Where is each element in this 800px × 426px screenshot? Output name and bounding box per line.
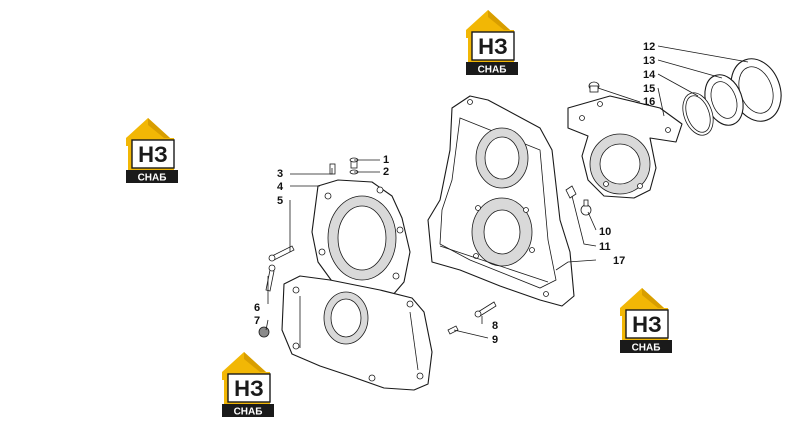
logo-left-letters: НЗ — [138, 142, 168, 167]
plug-10 — [580, 199, 592, 216]
logo-bottom-caption: СНАБ — [234, 407, 263, 418]
logo-bottom: НЗ СНАБ — [222, 352, 274, 418]
callout-10: 10 — [599, 226, 611, 238]
callout-7: 7 — [254, 315, 260, 327]
callout-2: 2 — [383, 166, 389, 178]
bearing-ring-13 — [704, 74, 744, 126]
logo-top-letters: НЗ — [478, 34, 508, 59]
callout-17: 17 — [613, 255, 625, 267]
pin-9 — [447, 325, 459, 335]
bolt-6 — [265, 264, 276, 292]
pin-11 — [565, 185, 577, 199]
callout-11: 11 — [599, 241, 611, 253]
plug-16 — [588, 81, 600, 93]
callout-1: 1 — [383, 154, 389, 166]
callout-13: 13 — [643, 55, 655, 67]
logo-right-caption: СНАБ — [632, 343, 661, 354]
logo-right-letters: НЗ — [632, 312, 662, 337]
callouts: 1 2 3 4 5 6 7 8 9 10 11 12 13 14 15 16 1… — [254, 41, 656, 346]
screw-3 — [329, 163, 336, 175]
callout-15: 15 — [643, 83, 655, 95]
callout-12: 12 — [643, 41, 655, 53]
callout-3: 3 — [277, 168, 283, 180]
callout-9: 9 — [492, 334, 498, 346]
leader-lines — [265, 45, 749, 339]
main-housing — [427, 95, 575, 307]
snap-ring-14 — [682, 92, 714, 136]
bearing-support — [567, 95, 683, 199]
logo-top: НЗ СНАБ — [466, 10, 518, 76]
logo-right: НЗ СНАБ — [620, 288, 672, 354]
plug-1 — [349, 157, 359, 169]
callout-4: 4 — [277, 181, 284, 193]
callout-14: 14 — [643, 69, 656, 81]
bolt-5 — [268, 245, 295, 262]
callout-8: 8 — [492, 320, 498, 332]
front-cover-gasket — [311, 179, 411, 301]
logo-left: НЗ СНАБ — [126, 118, 178, 184]
callout-6: 6 — [254, 302, 260, 314]
callout-16: 16 — [643, 96, 655, 108]
logo-top-caption: СНАБ — [478, 65, 507, 76]
logo-bottom-letters: НЗ — [234, 376, 264, 401]
plug-7 — [258, 326, 270, 338]
callout-5: 5 — [277, 195, 283, 207]
front-cover-plate — [281, 275, 433, 391]
bolt-8 — [474, 301, 497, 318]
logo-left-caption: СНАБ — [138, 173, 167, 184]
